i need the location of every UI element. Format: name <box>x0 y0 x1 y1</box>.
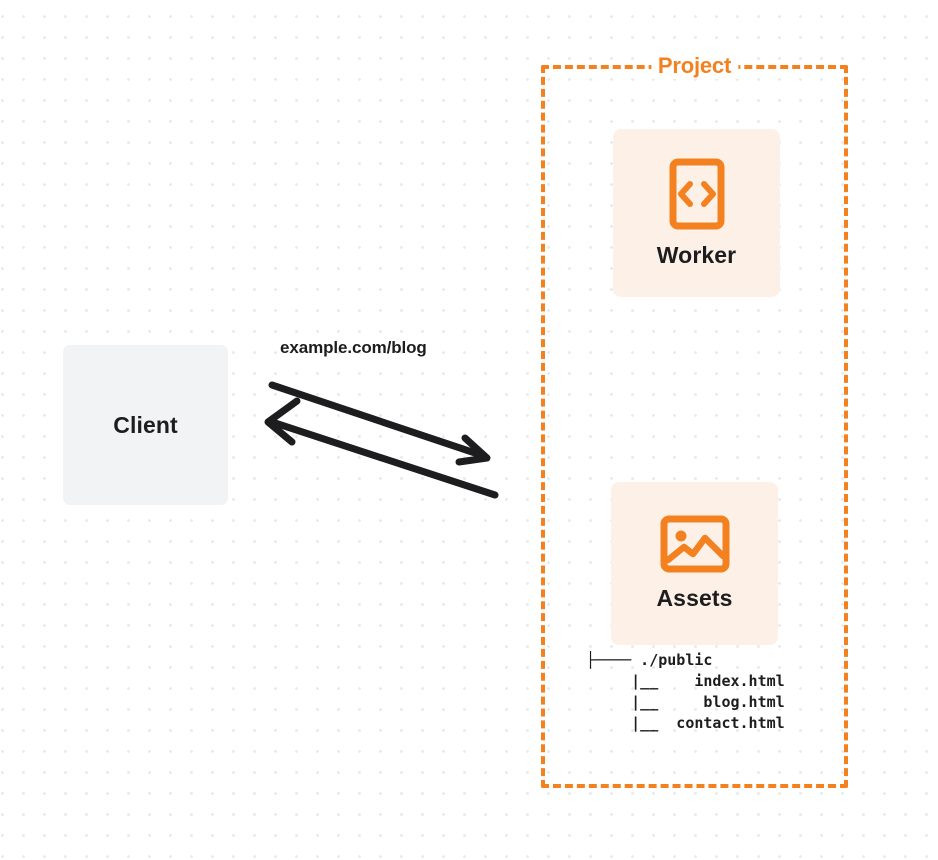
project-boundary: Project <box>541 53 848 788</box>
connection-url-label: example.com/blog <box>280 338 427 357</box>
connection-arrows <box>264 381 499 499</box>
node-worker-label: Worker <box>656 241 737 268</box>
file-tree-line: |__ blog.html <box>586 693 785 711</box>
file-tree-line: |__ contact.html <box>586 714 785 732</box>
code-brackets-icon <box>669 158 724 229</box>
file-tree-line: ├──── ./public <box>586 651 713 669</box>
node-assets-label: Assets <box>656 585 733 611</box>
assets-file-tree: ├──── ./public |__ index.html |__ blog.h… <box>586 650 785 734</box>
image-icon <box>660 515 729 573</box>
file-tree-line: |__ index.html <box>586 672 785 690</box>
request-arrow <box>268 381 491 466</box>
node-client[interactable]: Client <box>63 345 228 505</box>
project-title: Project <box>650 53 739 79</box>
response-arrow <box>264 397 499 499</box>
node-worker[interactable]: Worker <box>613 129 780 297</box>
node-client-label: Client <box>113 411 178 438</box>
node-assets[interactable]: Assets <box>611 482 778 645</box>
